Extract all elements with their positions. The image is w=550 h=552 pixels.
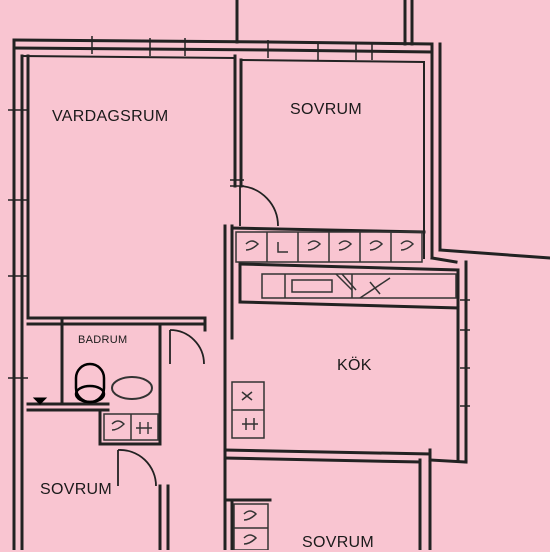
room-label-kitchen: KÖK (337, 357, 372, 374)
room-label-living-room: VARDAGSRUM (52, 108, 169, 125)
walls (12, 0, 550, 550)
room-label-bedroom-top: SOVRUM (290, 101, 363, 118)
kitchen-side-cabinet (231, 381, 265, 439)
bathroom-fixtures (32, 362, 159, 441)
window-ticks (8, 36, 470, 407)
room-label-bedroom-left: SOVRUM (40, 481, 113, 498)
room-label-bedroom-bottom: SOVRUM (302, 534, 375, 551)
kitchen-counter (261, 273, 457, 299)
room-label-bathroom: BADRUM (78, 334, 128, 346)
wardrobe-bottom-bedroom (233, 503, 269, 550)
doors (117, 185, 279, 487)
wardrobe-top-bedroom (235, 231, 423, 263)
